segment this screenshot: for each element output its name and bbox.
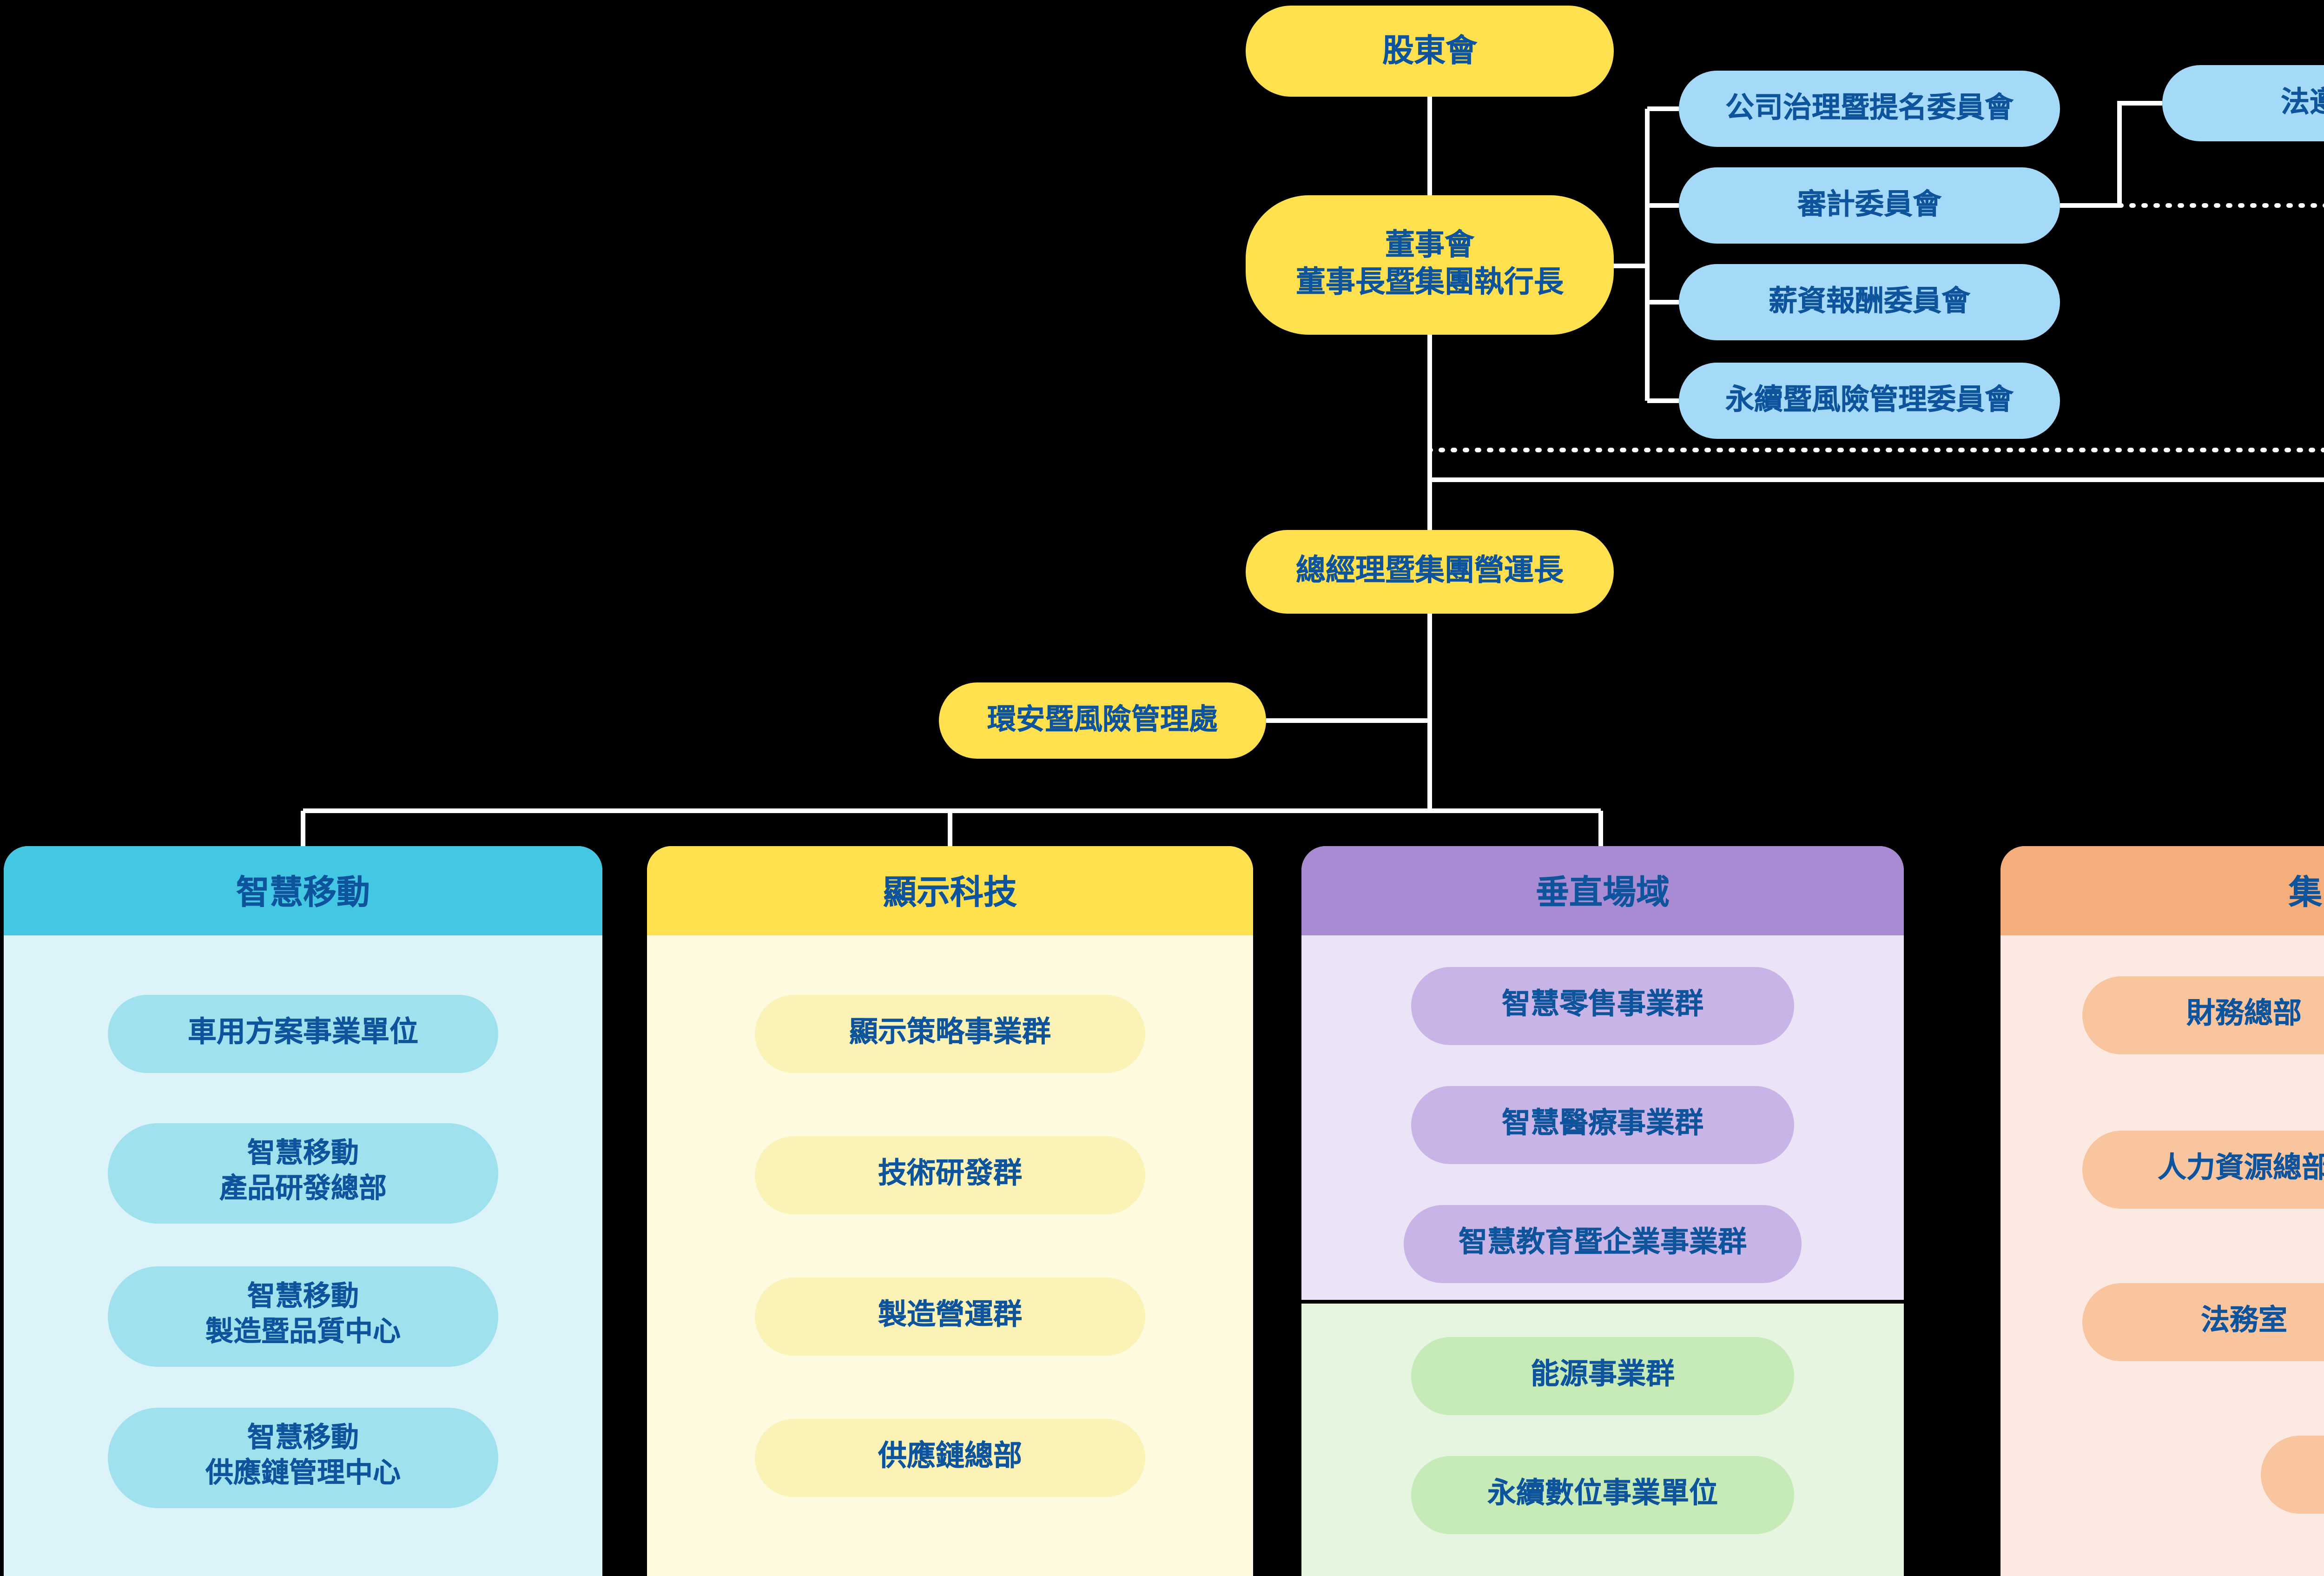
unit-smart-retail: 智慧零售事業群	[1411, 967, 1794, 1045]
node-ehs-risk-office: 環安暨風險管理處	[939, 682, 1266, 759]
unit-smart-education-enterprise: 智慧教育暨企業事業群	[1404, 1205, 1802, 1283]
group-operations-support: 集團營運支援單位	[2000, 846, 2324, 1576]
unit-manufacturing-operations: 製造營運群	[755, 1278, 1145, 1356]
node-committee-governance: 公司治理暨提名委員會	[1679, 71, 2060, 147]
unit-sustainable-digital: 永續數位事業單位	[1411, 1456, 1794, 1534]
unit-mobility-product-rd: 智慧移動 產品研發總部	[108, 1123, 498, 1224]
unit-display-strategy: 顯示策略事業群	[755, 995, 1145, 1073]
node-president-coo: 總經理暨集團營運長	[1246, 530, 1614, 614]
unit-energy-business: 能源事業群	[1411, 1337, 1794, 1415]
connector-distribution-line	[301, 808, 1603, 846]
node-board-chairman: 董事會 董事長暨集團執行長	[1246, 195, 1614, 335]
node-committee-compensation: 薪資報酬委員會	[1679, 264, 2060, 340]
node-committee-sustainability-risk: 永續暨風險管理委員會	[1679, 363, 2060, 439]
unit-supply-chain-hq: 供應鏈總部	[755, 1419, 1145, 1497]
unit-mobility-mfg-quality: 智慧移動 製造暨品質中心	[108, 1266, 498, 1367]
unit-mobility-supply-chain: 智慧移動 供應鏈管理中心	[108, 1408, 498, 1508]
node-committee-audit: 審計委員會	[1679, 167, 2060, 244]
group-vertical-domains-title: 垂直場域	[1301, 846, 1904, 935]
group-operations-support-title: 集團營運支援單位	[2000, 846, 2324, 935]
unit-smart-medical: 智慧醫療事業群	[1411, 1086, 1794, 1164]
group-display-technology-title: 顯示科技	[647, 846, 1253, 935]
node-shareholders: 股東會	[1246, 6, 1614, 97]
unit-technology-rd: 技術研發群	[755, 1136, 1145, 1214]
unit-finance-hq: 財務總部	[2082, 976, 2324, 1054]
unit-legal-office: 法務室	[2082, 1283, 2324, 1361]
node-compliance-counsel: 法遵總顧問	[2162, 65, 2324, 141]
group-smart-mobility-title: 智慧移動	[4, 846, 602, 935]
unit-audit-management-office: 稽核管理處	[2261, 1436, 2324, 1514]
unit-automotive-solutions: 車用方案事業單位	[108, 995, 498, 1073]
connector-board-committees	[1614, 106, 1679, 403]
connector-audit-compliance	[2060, 101, 2162, 208]
unit-human-resources-hq: 人力資源總部	[2082, 1131, 2324, 1209]
